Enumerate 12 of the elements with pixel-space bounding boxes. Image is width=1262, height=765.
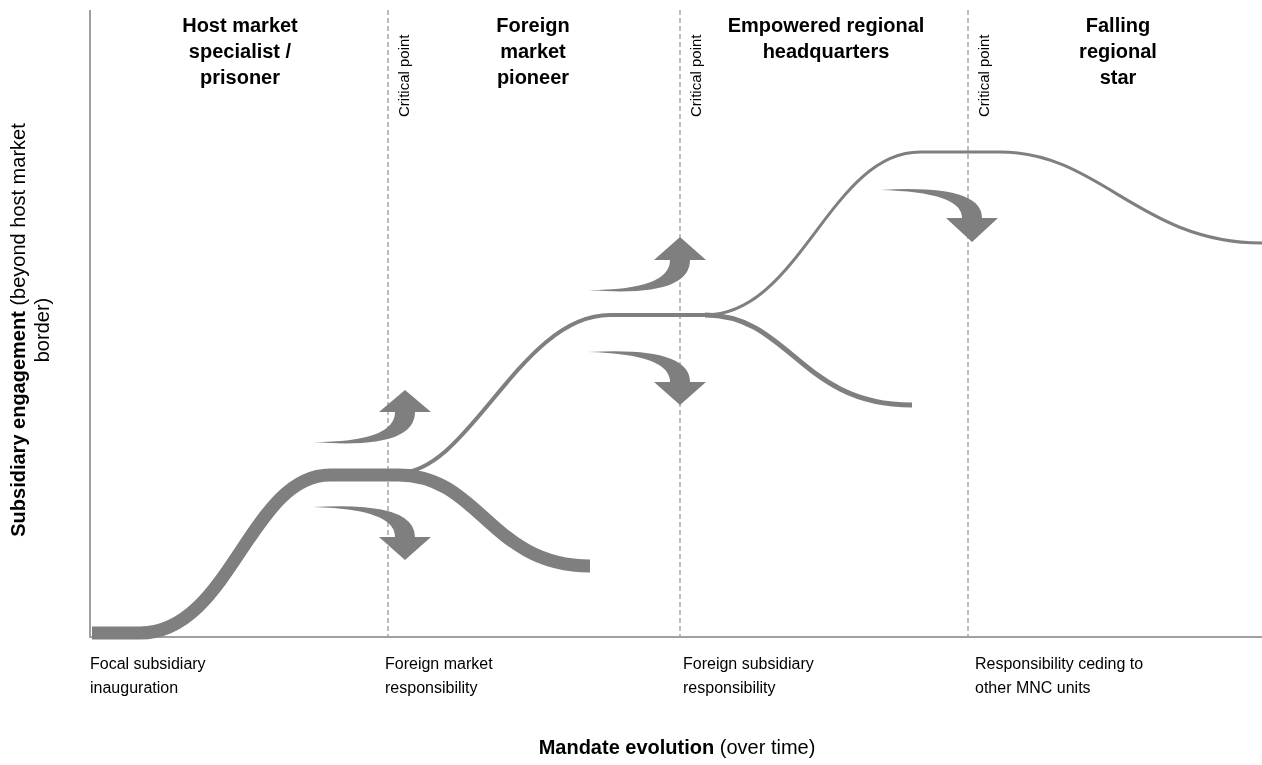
x-axis-title: Mandate evolution (over time) bbox=[538, 735, 816, 760]
critical-point-label: Critical point bbox=[395, 34, 413, 117]
stage-heading: Empowered regional headquarters bbox=[726, 13, 926, 64]
critical-point-label: Critical point bbox=[975, 34, 993, 117]
stage-heading: Falling regional star bbox=[1078, 13, 1158, 90]
stage-heading: Host market specialist / prisoner bbox=[181, 13, 299, 90]
milestone-label: Foreign market responsibility bbox=[385, 654, 494, 698]
milestone-label: Foreign subsidiary responsibility bbox=[683, 654, 815, 698]
milestone-label: Focal subsidiary inauguration bbox=[90, 654, 207, 698]
critical-point-label: Critical point bbox=[687, 34, 705, 117]
milestone-label: Responsibility ceding to other MNC units bbox=[975, 654, 1145, 698]
stage-heading: Foreign market pioneer bbox=[495, 13, 571, 90]
